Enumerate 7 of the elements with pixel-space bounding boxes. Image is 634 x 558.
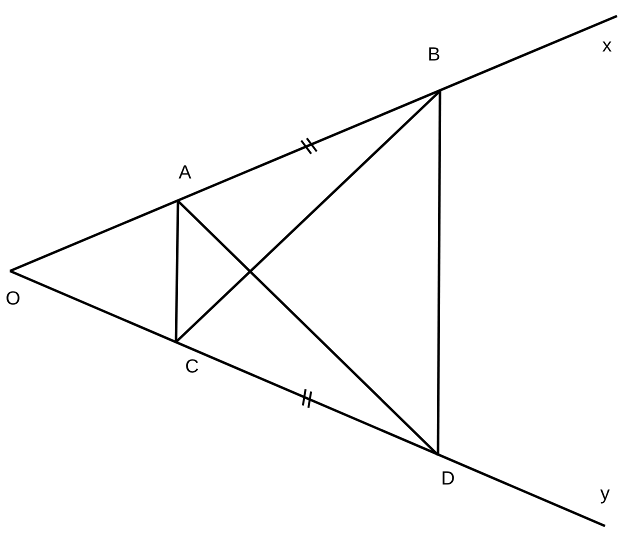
point-label: O xyxy=(6,290,20,308)
point-label: B xyxy=(428,46,440,64)
point-label: C xyxy=(185,358,199,376)
point-label: y xyxy=(600,484,610,504)
point-label: A xyxy=(178,164,192,182)
point-label: D xyxy=(441,470,455,488)
point-label: x xyxy=(602,36,612,56)
